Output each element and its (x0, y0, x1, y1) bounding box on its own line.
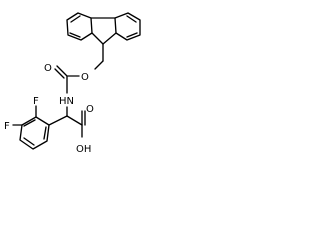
fluorene-right-ring-double-1 (126, 15, 137, 23)
difluorophenyl-double-1 (23, 119, 36, 127)
fluorene-bridge-right (102, 32, 117, 45)
difluorophenyl-double-3 (43, 126, 47, 140)
molecule-svg: O O HN F F O OH (4, 12, 141, 155)
acid-hydroxyl-label: OH (76, 144, 91, 155)
carbonyl-double-bond-1 (56, 65, 68, 77)
ring-oxygen-label: O (81, 72, 89, 83)
molecule-structure-diagram: O O HN F F O OH (0, 0, 157, 165)
difluorophenyl-double-2 (23, 137, 35, 146)
carbonyl-double-bond-2 (54, 68, 65, 79)
alpha-carboxyl-bond (66, 115, 83, 126)
amide-nitrogen-label: HN (59, 96, 74, 107)
fluorine-label-2: F (4, 121, 10, 132)
fluorene-right-ring-double-2 (126, 32, 138, 38)
methylene-oxygen-bond (94, 60, 104, 70)
fluorine-label-1: F (33, 96, 39, 107)
acid-carbonyl-oxygen-label: O (86, 104, 94, 115)
alpha-aryl-bond (48, 115, 68, 126)
fluorene-left-ring-double-1 (70, 15, 81, 23)
fluorene-bridge-left (91, 32, 104, 45)
fluorene-left-ring-double-2 (69, 32, 81, 38)
carbonyl-oxygen-label: O (44, 63, 52, 74)
